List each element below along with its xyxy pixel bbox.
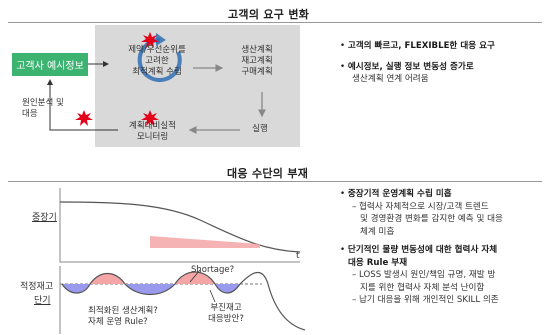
- bottom-curve-diagram: [59, 188, 306, 334]
- red-burst-icon-2: [141, 110, 159, 126]
- surplus-stock-question: 부진재고 대응방안?: [208, 303, 244, 324]
- mid-term-axis: [59, 188, 300, 263]
- priority-plan-text: 제약/우선순위를 고려한 최적계획 수립: [128, 45, 186, 77]
- shortage-label: Shortage?: [191, 265, 235, 275]
- red-burst-icon-1: [141, 32, 159, 48]
- top-bullet-1: • 고객의 빠르고, FLEXIBLE한 대응 요구: [340, 41, 495, 51]
- top-bullet-2-sub: 생산계획 연계 어려움: [352, 74, 429, 84]
- safety-stock-label: 적정재고: [20, 282, 54, 292]
- cause-analysis-text: 원인분석 및 대응: [22, 98, 64, 119]
- monitoring-text: 계획대비실적 모니터링: [129, 121, 176, 142]
- bottom-bullet-1-sub-3: 체계 미흡: [360, 226, 395, 237]
- bottom-bullet-2-sub-3: – 납기 대응을 위해 개인적인 SKILL 의존: [352, 295, 499, 305]
- surplus-arrow: [209, 289, 216, 303]
- red-burst-icon-3: [75, 110, 93, 126]
- bottom-bullet-2-sub-1: – LOSS 발생시 원인/책임 규명, 재발 방: [352, 270, 496, 280]
- top-bullet-2: • 예시정보, 실행 정보 변동성 증가로: [340, 61, 474, 72]
- top-title-rule: [8, 22, 542, 23]
- bottom-bullet-1-sub-1: – 협력사 자체적으로 시장/고객 트렌드: [352, 201, 489, 212]
- top-flow-diagram: [47, 32, 266, 134]
- bottom-title-rule: [8, 181, 542, 182]
- customer-info-box: 고객사 예시정보: [12, 53, 88, 76]
- shortage-fill-2: [175, 272, 215, 284]
- time-marker: t: [296, 251, 300, 261]
- bottom-bullet-2: • 단기적인 물량 변동성에 대한 협력사 자체: [340, 245, 498, 255]
- arrow-monitoring-to-customer: [47, 79, 118, 131]
- process-box: [95, 25, 300, 147]
- mid-term-curve: [59, 201, 301, 253]
- mid-term-label: 중장기: [32, 213, 57, 223]
- production-plan-text: 생산계획 재고계획 구매계획: [241, 45, 273, 77]
- shortage-arrow: [189, 269, 201, 283]
- optimized-plan-question: 최적화된 생산계획? 자체 운영 Rule?: [88, 306, 158, 327]
- bottom-bullet-1: • 중장기적 운영계획 수립 미흡: [340, 189, 452, 199]
- execution-text: 실행: [252, 124, 268, 134]
- top-bullets: • 고객의 빠르고, FLEXIBLE한 대응 요구 • 예시정보, 실행 정보…: [340, 40, 545, 86]
- bottom-bullet-2-cont: 대응 Rule 부재: [348, 257, 408, 268]
- bottom-bullets: • 중장기적 운영계획 수립 미흡 – 협력사 자체적으로 시장/고객 트렌드 …: [340, 188, 548, 307]
- bottom-bullet-1-sub-2: 및 경영환경 변화를 감지한 예측 및 대응: [360, 214, 503, 224]
- top-section-title: 고객의 요구 변화: [228, 8, 310, 21]
- bottom-bullet-2-sub-2: 지를 위한 협력사 자체 분석 난이함: [360, 282, 485, 293]
- customer-info-label: 고객사 예시정보: [16, 61, 84, 72]
- pink-gap-band: [150, 236, 260, 248]
- bottom-section-title: 대응 수단의 부재: [227, 167, 309, 180]
- surplus-fill-2: [125, 284, 175, 295]
- short-term-label: 단기: [34, 296, 51, 306]
